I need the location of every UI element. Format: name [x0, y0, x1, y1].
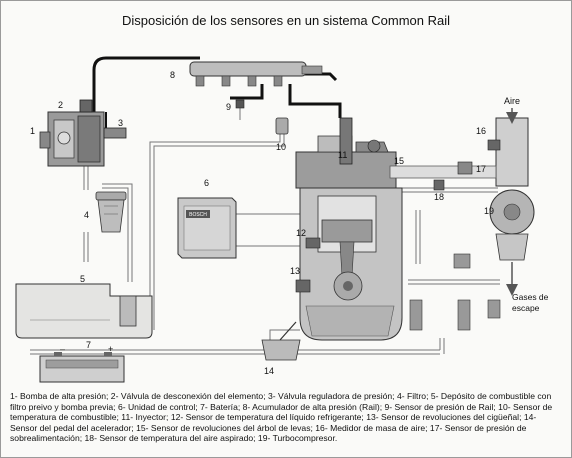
fuel-tank — [15, 283, 153, 339]
label-3: 3 — [118, 118, 123, 128]
battery-plus: + — [108, 344, 113, 354]
label-9: 9 — [226, 102, 231, 112]
coolant-temperature-sensor — [305, 237, 321, 249]
control-unit: BOSCH — [177, 197, 237, 259]
component-numbers: 1 2 3 4 5 6 7 8 9 10 11 12 13 14 15 16 1… — [30, 70, 494, 376]
common-rail — [189, 61, 323, 87]
label-15: 15 — [394, 156, 404, 166]
boost-pressure-sensor — [457, 161, 473, 175]
label-2: 2 — [58, 100, 63, 110]
legend-caption: 1- Bomba de alta presión; 2- Válvula de … — [10, 391, 553, 444]
fuel-filter — [95, 191, 127, 233]
label-14: 14 — [264, 366, 274, 376]
label-8: 8 — [170, 70, 175, 80]
air-label: Aire — [504, 96, 520, 106]
rail-pressure-sensor — [235, 99, 245, 109]
crankshaft-speed-sensor — [295, 279, 311, 293]
label-11: 11 — [338, 150, 347, 160]
shutoff-valve — [79, 99, 93, 113]
diagram-title: Disposición de los sensores en un sistem… — [121, 13, 451, 28]
battery — [39, 352, 125, 383]
pressure-regulator-valve — [103, 127, 127, 139]
label-12: 12 — [296, 228, 306, 238]
exhaust-label-line1: Gases de — [512, 292, 549, 302]
label-16: 16 — [476, 126, 486, 136]
label-4: 4 — [84, 210, 89, 220]
ecu-brand-label: BOSCH — [189, 212, 207, 218]
label-18: 18 — [434, 192, 444, 202]
engine-block — [295, 135, 403, 341]
intake-air-temperature-sensor — [433, 179, 445, 191]
exhaust-sensors — [409, 253, 501, 331]
injector — [339, 117, 353, 165]
turbocharger — [489, 189, 535, 296]
label-13: 13 — [290, 266, 300, 276]
high-pressure-pump — [39, 111, 105, 167]
accelerator-pedal-sensor — [261, 321, 301, 361]
common-rail-diagram: BOSCH – + — [15, 56, 549, 383]
air-mass-meter — [487, 139, 501, 151]
fuel-temperature-sensor — [275, 117, 289, 135]
label-10: 10 — [276, 142, 286, 152]
camshaft-speed-sensor — [367, 139, 381, 153]
label-7: 7 — [86, 340, 91, 350]
label-5: 5 — [80, 274, 85, 284]
high-pressure-lines — [92, 56, 342, 118]
label-1: 1 — [30, 126, 35, 136]
exhaust-label-line2: escape — [512, 303, 540, 313]
battery-minus: – — [60, 344, 65, 354]
label-17: 17 — [476, 164, 486, 174]
air-intake — [389, 108, 529, 187]
label-6: 6 — [204, 178, 209, 188]
label-19: 19 — [484, 206, 494, 216]
